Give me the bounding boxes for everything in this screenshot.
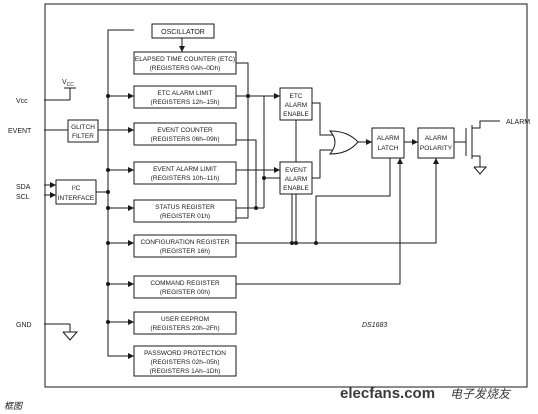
- command-register-registers: (REGISTER 00h): [160, 289, 210, 296]
- glitch-filter-block: GLITCH FILTER: [67, 119, 99, 143]
- part-number: DS1683: [362, 322, 387, 329]
- password-protection-registers-a: (REGISTERS 02h–05h): [150, 359, 219, 366]
- status-register-registers: (REGISTER 01h): [160, 213, 210, 220]
- alarm-pin-label: ALARM: [506, 119, 530, 126]
- scl-pin-label: SCL: [16, 194, 30, 201]
- etc-alarm-enable-line3: ENABLE: [283, 111, 309, 118]
- chip-outline: [44, 3, 528, 388]
- gnd-pin-label: GND: [16, 322, 32, 329]
- figure-caption: 框图: [4, 401, 24, 411]
- alarm-latch-line1: ALARM: [377, 135, 399, 142]
- alarm-polarity-line2: POLARITY: [420, 145, 453, 152]
- etc-title: ELAPSED TIME COUNTER (ETC): [135, 56, 235, 63]
- configuration-register-block: CONFIGURATION REGISTER (REGISTER 16h): [133, 234, 237, 258]
- configuration-register-registers: (REGISTER 16h): [160, 248, 210, 255]
- i2c-interface-line2: INTERFACE: [58, 195, 95, 202]
- command-register-title: COMMAND REGISTER: [150, 280, 220, 287]
- configuration-register-title: CONFIGURATION REGISTER: [140, 239, 229, 246]
- etc-alarm-limit-title: ETC ALARM LIMIT: [157, 90, 212, 97]
- event-counter-title: EVENT COUNTER: [157, 127, 213, 134]
- event-alarm-enable-line1: EVENT: [285, 167, 307, 174]
- i2c-interface-line1: I²C: [72, 185, 81, 192]
- alarm-polarity-block: ALARM POLARITY: [417, 127, 455, 159]
- user-eeprom-title: USER EEPROM: [161, 316, 209, 323]
- oscillator-label: OSCILLATOR: [161, 29, 205, 36]
- etc-alarm-limit-registers: (REGISTERS 12h–15h): [150, 99, 219, 106]
- alarm-latch-line2: LATCH: [378, 145, 399, 152]
- event-pin-label: EVENT: [8, 128, 32, 135]
- etc-block: ELAPSED TIME COUNTER (ETC) (REGISTERS 0A…: [133, 51, 237, 75]
- password-protection-block: PASSWORD PROTECTION (REGISTERS 02h–05h) …: [133, 345, 237, 377]
- oscillator-block: OSCILLATOR: [151, 23, 215, 39]
- watermark-cn: 电子发烧友: [450, 387, 512, 401]
- event-counter-block: EVENT COUNTER (REGISTERS 06h–09h): [133, 122, 237, 146]
- watermark-site: elecfans.com: [340, 385, 435, 402]
- user-eeprom-block: USER EEPROM (REGISTERS 20h–2Fh): [133, 311, 237, 335]
- status-register-title: STATUS REGISTER: [155, 204, 215, 211]
- user-eeprom-registers: (REGISTERS 20h–2Fh): [150, 325, 219, 332]
- vcc-pin-label: Vcc: [16, 98, 28, 105]
- event-alarm-limit-registers: (REGISTERS 10h–11h): [151, 175, 220, 182]
- alarm-latch-block: ALARM LATCH: [371, 127, 405, 159]
- event-alarm-enable-block: EVENT ALARM ENABLE: [279, 161, 313, 195]
- status-register-block: STATUS REGISTER (REGISTER 01h): [133, 199, 237, 223]
- wiring: [44, 29, 500, 357]
- event-alarm-limit-block: EVENT ALARM LIMIT (REGISTERS 10h–11h): [133, 161, 237, 185]
- glitch-filter-line1: GLITCH: [71, 124, 95, 131]
- etc-alarm-limit-block: ETC ALARM LIMIT (REGISTERS 12h–15h): [133, 85, 237, 109]
- alarm-polarity-line1: ALARM: [425, 135, 447, 142]
- etc-alarm-enable-block: ETC ALARM ENABLE: [279, 87, 313, 121]
- arrows: [50, 46, 439, 359]
- password-protection-title: PASSWORD PROTECTION: [144, 350, 226, 357]
- vcc-internal-label: VCC: [62, 79, 74, 88]
- event-counter-registers: (REGISTERS 06h–09h): [150, 136, 219, 143]
- event-alarm-enable-line2: ALARM: [285, 176, 307, 183]
- junctions: [106, 94, 318, 324]
- glitch-filter-line2: FILTER: [72, 133, 94, 140]
- or-gate-icon: [328, 130, 359, 155]
- i2c-interface-block: I²C INTERFACE: [55, 179, 97, 205]
- etc-alarm-enable-line1: ETC: [290, 93, 303, 100]
- sda-pin-label: SDA: [16, 184, 31, 191]
- event-alarm-enable-line3: ENABLE: [283, 185, 309, 192]
- event-alarm-limit-title: EVENT ALARM LIMIT: [153, 166, 217, 173]
- password-protection-registers-b: (REGISTERS 1Ah–1Dh): [150, 368, 221, 375]
- command-register-block: COMMAND REGISTER (REGISTER 00h): [133, 275, 237, 299]
- etc-alarm-enable-line2: ALARM: [285, 102, 307, 109]
- etc-registers: (REGISTERS 0Ah–0Dh): [150, 65, 221, 72]
